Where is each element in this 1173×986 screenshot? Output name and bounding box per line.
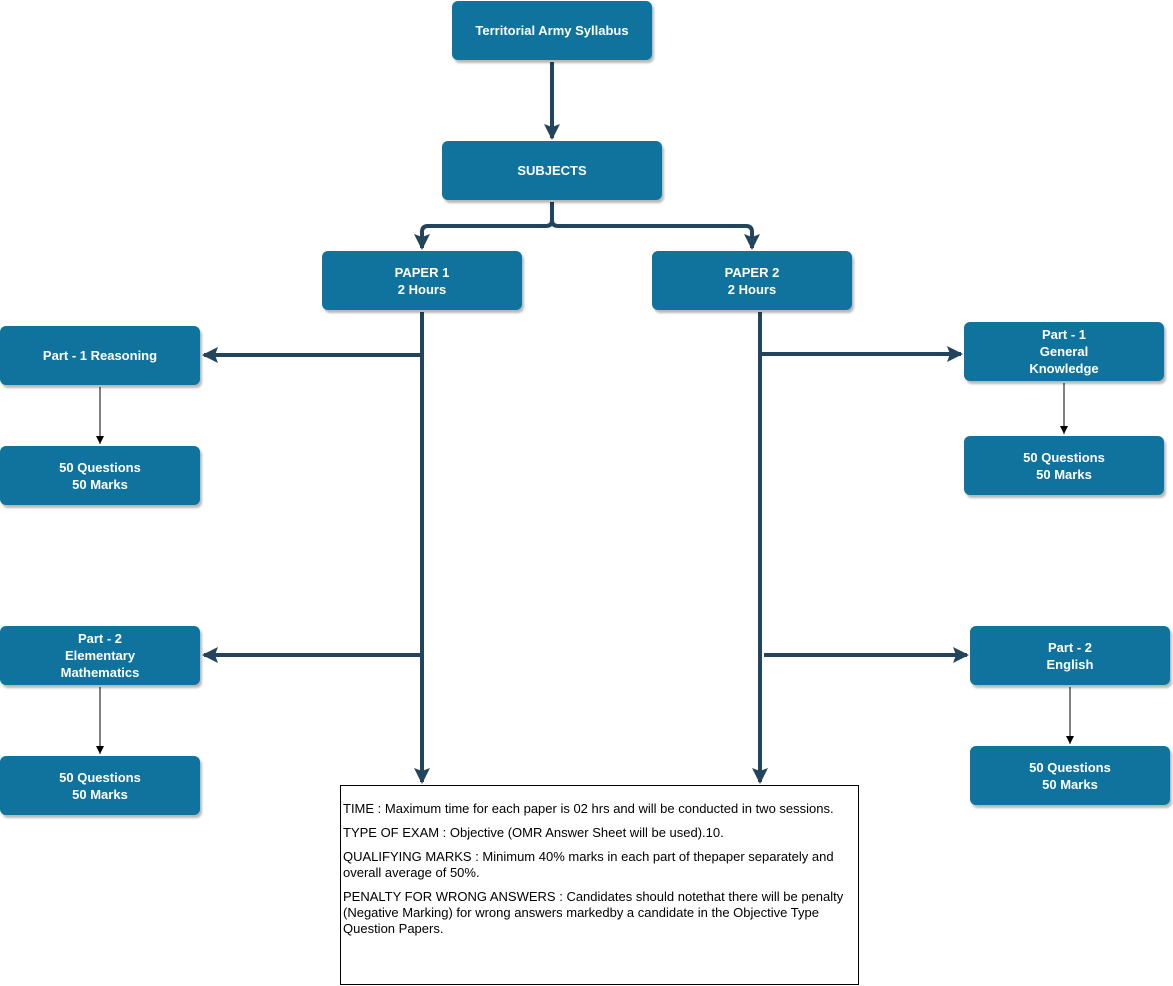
english-part-label: Part - 2 [1047, 639, 1093, 655]
reasoning-marks: 50 Marks [72, 476, 128, 492]
reasoning-node: Part - 1 Reasoning [0, 326, 200, 385]
connector-subjects-to-paper2 [550, 219, 760, 250]
general-knowledge-marks: 50 Marks [1036, 466, 1092, 482]
title-label: Territorial Army Syllabus [475, 23, 629, 38]
connector-subjects-to-paper1 [414, 202, 554, 250]
title-node: Territorial Army Syllabus [452, 1, 652, 60]
penalty-note: PENALTY FOR WRONG ANSWERS : Candidates s… [343, 889, 844, 936]
subjects-label: SUBJECTS [517, 163, 587, 178]
paper2-label: PAPER 2 [724, 264, 780, 280]
english-node: Part - 2 English [970, 626, 1170, 685]
english-questions: 50 Questions [1029, 759, 1111, 775]
paper1-label: PAPER 1 [394, 264, 450, 280]
subjects-node: SUBJECTS [442, 141, 662, 200]
paper1-duration: 2 Hours [397, 281, 447, 297]
mathematics-questions-node: 50 Questions 50 Marks [0, 756, 200, 815]
general-knowledge-label-line2: Knowledge [1029, 361, 1099, 376]
general-knowledge-questions-node: 50 Questions 50 Marks [964, 436, 1164, 495]
exam-info-box: TIME : Maximum time for each paper is 02… [340, 785, 859, 985]
mathematics-questions: 50 Questions [59, 769, 141, 785]
english-marks: 50 Marks [1042, 776, 1098, 792]
mathematics-label-line1: Elementary [64, 648, 136, 663]
paper1-node: PAPER 1 2 Hours [322, 251, 522, 310]
english-label: English [1046, 656, 1094, 672]
elementary-mathematics-node: Part - 2 Elementary Mathematics [0, 626, 200, 685]
general-knowledge-questions: 50 Questions [1023, 449, 1105, 465]
general-knowledge-label-line1: General [1039, 344, 1089, 359]
english-questions-node: 50 Questions 50 Marks [970, 746, 1170, 805]
reasoning-questions: 50 Questions [59, 459, 141, 475]
paper2-node: PAPER 2 2 Hours [652, 251, 852, 310]
general-knowledge-part-label: Part - 1 [1041, 327, 1087, 342]
mathematics-marks: 50 Marks [72, 786, 128, 802]
general-knowledge-node: Part - 1 General Knowledge [964, 322, 1164, 381]
exam-type-note: TYPE OF EXAM : Objective (OMR Answer She… [343, 825, 724, 840]
qualifying-marks-note: QUALIFYING MARKS : Minimum 40% marks in … [343, 849, 834, 880]
reasoning-label: Part - 1 Reasoning [42, 348, 158, 363]
mathematics-label-line2: Mathematics [60, 665, 140, 680]
reasoning-questions-node: 50 Questions 50 Marks [0, 446, 200, 505]
mathematics-part-label: Part - 2 [77, 631, 123, 646]
paper2-duration: 2 Hours [727, 281, 777, 297]
exam-time-note: TIME : Maximum time for each paper is 02… [343, 801, 834, 816]
